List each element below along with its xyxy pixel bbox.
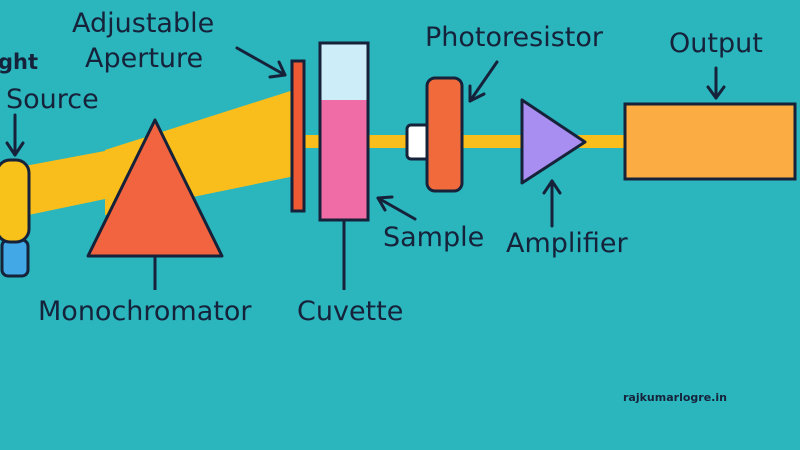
- label-output: Output: [669, 28, 763, 59]
- lamp-base: [0, 238, 30, 278]
- photoresistor-body: [425, 76, 464, 193]
- lamp-bulb: [0, 158, 31, 244]
- amplifier-triangle: [520, 98, 587, 185]
- aperture-slit: [290, 59, 306, 213]
- cuvette-top: [320, 43, 368, 100]
- label-adjustable: Adjustable: [72, 8, 215, 39]
- label-source: Source: [6, 84, 99, 115]
- label-amplifier: Amplifier: [506, 228, 628, 259]
- site-credit: rajkumarlogre.in: [623, 391, 727, 404]
- label-photoresistor: Photoresistor: [425, 22, 603, 53]
- label-cuvette: Cuvette: [297, 296, 404, 327]
- arrow-aperture: [235, 46, 287, 79]
- arrow-amplifier: [542, 179, 562, 228]
- arrow-light-source: [5, 113, 25, 157]
- light-beam-input: [14, 150, 110, 218]
- output-box: [623, 102, 797, 181]
- label-aperture: Aperture: [85, 43, 204, 74]
- cuvette-liquid: [320, 100, 368, 220]
- arrow-output: [706, 66, 726, 100]
- label-sample: Sample: [383, 222, 485, 253]
- label-monochromator: Monochromator: [38, 296, 252, 327]
- arrow-photoresistor: [468, 60, 499, 103]
- arrow-sample: [376, 195, 417, 221]
- label-light-partial: ght: [0, 50, 39, 74]
